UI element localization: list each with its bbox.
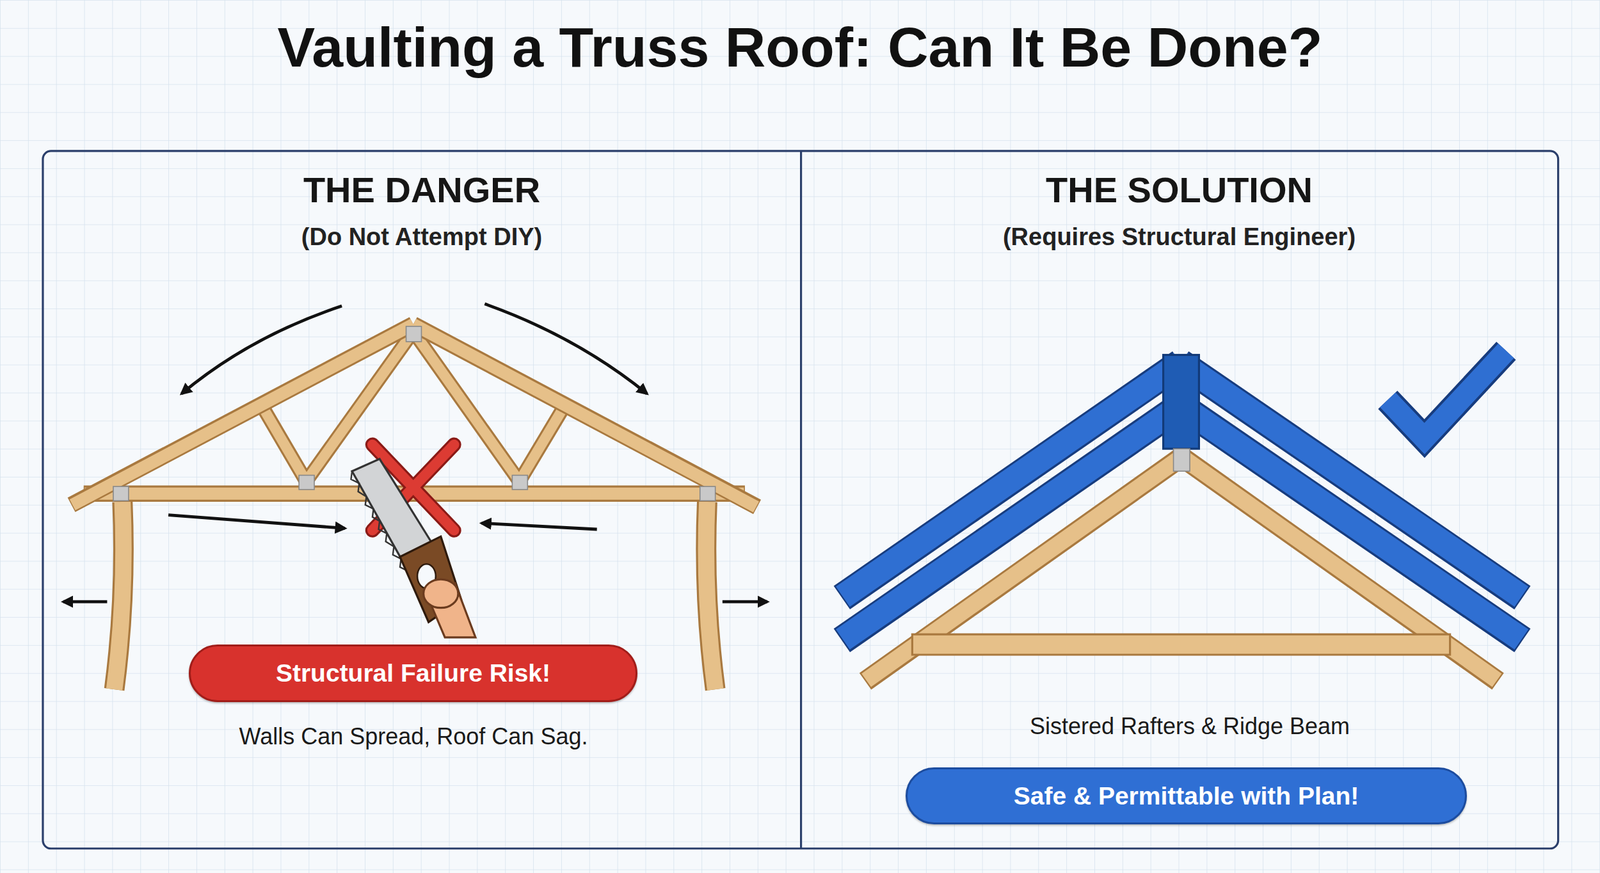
caption-note: Sistered Rafters & Ridge Beam — [1029, 712, 1350, 740]
panel-heading: THE DANGER — [42, 170, 801, 210]
truss-illustration — [71, 324, 758, 690]
ridge-beam — [1163, 355, 1200, 450]
pill-label: Structural Failure Risk! — [275, 659, 551, 688]
caption-note: Walls Can Spread, Roof Can Sag. — [239, 723, 589, 751]
page-title: Vaulting a Truss Roof: Can It Be Done? — [277, 14, 1323, 80]
panel-subheading: (Do Not Attempt DIY) — [42, 222, 801, 253]
warning-pill: Structural Failure Risk! — [188, 644, 638, 703]
outer-frame — [42, 151, 1559, 849]
pill-label: Safe & Permittable with Plan! — [1013, 782, 1360, 811]
check-mark — [1387, 350, 1506, 439]
solution-panel: Safe & Permittable with Plan! THE SOLUTIO… — [800, 151, 1558, 849]
panel-heading: THE SOLUTION — [800, 170, 1558, 210]
panel-divider — [800, 151, 802, 849]
hand-saw — [350, 458, 476, 638]
rafter-illustration — [841, 355, 1522, 682]
panel-subheading: (Requires Structural Engineer) — [800, 222, 1558, 253]
approval-pill: Safe & Permittable with Plan! — [905, 767, 1467, 825]
